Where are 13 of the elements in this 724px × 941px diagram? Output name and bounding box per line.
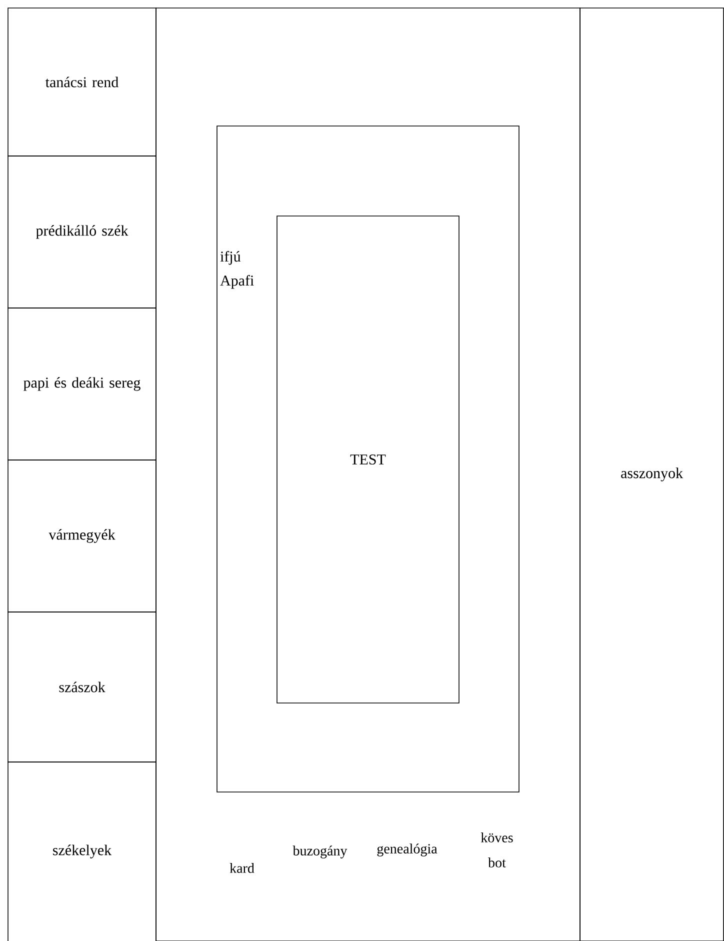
row-box: tanácsi rend (8, 8, 156, 156)
item-label: genealógia (377, 844, 438, 856)
item-label: kard (230, 863, 254, 873)
item-label: buzogány (292, 846, 348, 858)
row-box: székelyek (8, 762, 156, 941)
inner-box: TEST (276, 216, 460, 704)
row-box: szászok (8, 612, 156, 762)
item-label: köves bot (480, 832, 513, 868)
column-box (156, 8, 580, 941)
row-box: prédikálló szék (8, 156, 156, 308)
column-box: asszonyok (580, 8, 724, 941)
row-box: papi és deáki sereg (8, 308, 156, 460)
row-box: vármegyék (8, 460, 156, 612)
